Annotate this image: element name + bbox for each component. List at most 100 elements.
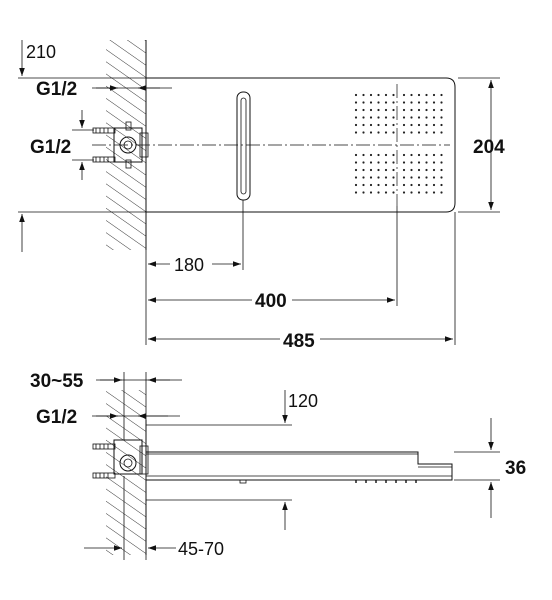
nozzle-dot bbox=[377, 191, 380, 194]
nozzle-dot bbox=[384, 153, 388, 157]
nozzle-dot bbox=[377, 168, 380, 172]
nozzle-dot bbox=[432, 108, 436, 112]
side-view: 30~55 G1/2 120 36 45-70 bbox=[30, 371, 526, 560]
nozzle-dot bbox=[432, 161, 436, 164]
nozzle-dot bbox=[362, 191, 365, 194]
dim-g12-top-label: G1/2 bbox=[36, 79, 77, 100]
nozzle-dot bbox=[425, 176, 428, 179]
nozzle-dot bbox=[410, 123, 413, 127]
nozzle-dot bbox=[392, 108, 395, 112]
nozzle-dot bbox=[410, 176, 413, 179]
nozzle-dot bbox=[417, 116, 421, 119]
nozzle-dot bbox=[377, 93, 380, 97]
nozzle-dot bbox=[440, 131, 443, 134]
nozzle-dot bbox=[377, 153, 380, 157]
dim-45-70-label: 45-70 bbox=[178, 539, 224, 559]
nozzle-dot bbox=[362, 101, 365, 104]
nozzle-dot bbox=[369, 168, 373, 172]
nozzle-dot bbox=[417, 191, 421, 194]
nozzle-dot bbox=[440, 153, 443, 157]
nozzle-dot bbox=[410, 153, 413, 157]
nozzle-dot bbox=[362, 183, 365, 187]
shower-head-body bbox=[146, 451, 453, 481]
nozzle-dot bbox=[410, 168, 413, 172]
nozzle-dot bbox=[440, 108, 443, 112]
nozzle-dot bbox=[354, 168, 358, 172]
nozzle-dot bbox=[377, 108, 380, 112]
nozzle-dot bbox=[410, 191, 413, 194]
nozzle-dot bbox=[417, 123, 421, 127]
nozzle-dot bbox=[432, 153, 436, 157]
nozzle-dot bbox=[425, 191, 428, 194]
nozzle-dot bbox=[392, 123, 395, 127]
nozzle-dot bbox=[432, 168, 436, 172]
nozzle-dot bbox=[402, 123, 406, 127]
nozzle-dot bbox=[392, 153, 395, 157]
nozzle-dot bbox=[432, 131, 436, 134]
nozzle-dot bbox=[432, 191, 436, 194]
nozzle-dot bbox=[369, 176, 373, 179]
nozzle-dot bbox=[392, 131, 395, 134]
nozzle-dot bbox=[362, 161, 365, 164]
nozzle-dot bbox=[440, 101, 443, 104]
nozzle-dot bbox=[402, 116, 406, 119]
dim-485-label: 485 bbox=[283, 331, 315, 352]
anchor-screw-side-lower bbox=[92, 472, 116, 479]
lever-stub-side bbox=[239, 479, 247, 484]
dim-30-55-label: 30~55 bbox=[30, 371, 84, 392]
nozzle-dot bbox=[410, 161, 413, 164]
nozzle-dot bbox=[377, 131, 380, 134]
control-slot-inner bbox=[240, 97, 247, 195]
nozzle-dot bbox=[354, 116, 358, 119]
nozzle-dot bbox=[440, 116, 443, 119]
nozzle-dot bbox=[384, 183, 388, 187]
nozzle-dot bbox=[384, 108, 388, 112]
nozzle-dot bbox=[402, 153, 406, 157]
nozzle-dot bbox=[410, 116, 413, 119]
nozzle-dot bbox=[377, 101, 380, 104]
nozzle-dot bbox=[362, 131, 365, 134]
nozzle-dot bbox=[432, 123, 436, 127]
nozzle-dot bbox=[369, 183, 373, 187]
nozzle-dot bbox=[377, 161, 380, 164]
anchor-screw-lower bbox=[92, 156, 116, 163]
nozzle-dot bbox=[377, 116, 380, 119]
nozzle-dot bbox=[354, 161, 358, 164]
nozzle-dot bbox=[402, 168, 406, 172]
nozzle-dot bbox=[354, 183, 358, 187]
nozzle-dot bbox=[410, 131, 413, 134]
nozzle-dot bbox=[432, 116, 436, 119]
nozzle-dot bbox=[432, 101, 436, 104]
nozzle-dot bbox=[362, 93, 365, 97]
nozzle-dot bbox=[354, 131, 358, 134]
nozzle-dot bbox=[362, 153, 365, 157]
nozzle-dot bbox=[362, 116, 365, 119]
nozzle-dot bbox=[417, 131, 421, 134]
nozzle-dot bbox=[432, 176, 436, 179]
nozzle-dot bbox=[384, 123, 388, 127]
nozzle-dot bbox=[384, 191, 388, 194]
nozzle-dot bbox=[362, 176, 365, 179]
nozzle-dot bbox=[425, 153, 428, 157]
nozzle-dot bbox=[384, 168, 388, 172]
dim-120-label: 120 bbox=[288, 391, 318, 411]
nozzle-dot bbox=[440, 168, 443, 172]
nozzle-dot bbox=[417, 108, 421, 112]
nozzle-dot bbox=[425, 101, 428, 104]
nozzle-dot bbox=[362, 168, 365, 172]
nozzle-ticks-side bbox=[355, 480, 417, 483]
nozzle-dot bbox=[417, 101, 421, 104]
control-slot bbox=[236, 91, 251, 201]
front-view: 210 G1/2 G1/2 204 180 400 485 bbox=[18, 40, 505, 352]
dim-g12-mid-label: G1/2 bbox=[30, 137, 71, 158]
nozzle-dot bbox=[377, 123, 380, 127]
nozzle-dot bbox=[425, 116, 428, 119]
nozzle-dot bbox=[354, 108, 358, 112]
shower-plate-outline bbox=[146, 77, 456, 213]
nozzle-dot bbox=[402, 191, 406, 194]
nozzle-dot bbox=[369, 131, 373, 134]
nozzle-dot bbox=[384, 101, 388, 104]
nozzle-dot bbox=[392, 168, 395, 172]
nozzle-dot bbox=[369, 108, 373, 112]
